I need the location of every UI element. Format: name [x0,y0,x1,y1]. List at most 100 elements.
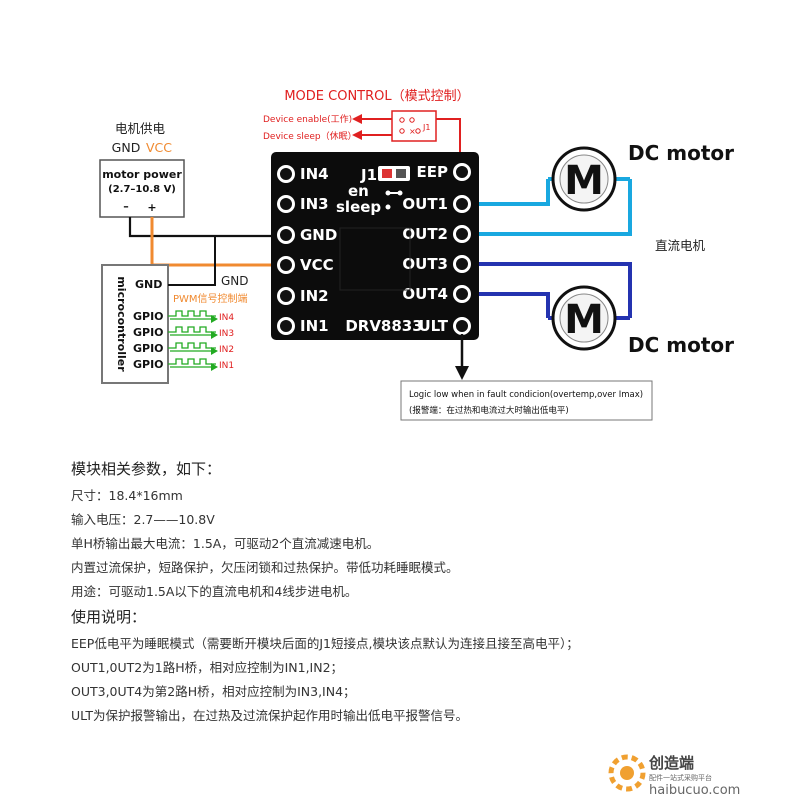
pin-pad [277,195,295,213]
pwm-arrowhead [211,347,218,355]
out3-wire [470,262,632,318]
pin-pad [453,195,471,213]
power-minus: – [123,200,129,213]
gnd-wire-label: GND [221,274,249,288]
device-enable-label: Device enable(工作) [263,113,352,125]
mcu-gnd-wire [168,236,216,286]
pwm-waveform [168,310,216,317]
pin-label-out2: OUT2 [402,225,448,243]
gpio-label: GPIO [133,326,164,339]
param-usage: 用途：可驱动1.5A以下的直流电机和4线步进电机。 [71,584,358,599]
params-title: 模块相关参数，如下： [71,460,222,478]
watermark-sub: 配件一站式采购平台 [649,773,712,782]
param-voltage: 输入电压：2.7——10.8V [71,512,215,527]
pin-label-eep: EEP [417,163,449,181]
pin-label-in1: IN1 [300,317,329,335]
wiring-diagram: MODE CONTROL（模式控制） Device enable(工作) Dev… [99,89,734,421]
gpio-label: GPIO [133,310,164,323]
pin-label-in2: IN2 [300,287,329,305]
dc-motor-1-inner [559,154,609,204]
pin-label-ult: ULT [419,317,449,335]
fault-line-1: Logic low when in fault condicion(overte… [409,390,643,400]
power-gnd-label: GND [112,140,141,155]
eep-control-line [436,118,461,158]
pin-pad [277,226,295,244]
param-current: 单H桥输出最大电流：1.5A，可驱动2个直流减速电机。 [71,536,380,551]
pin-pad [453,255,471,273]
fault-line-2: (报警端：在过热和电流过大时输出低电平) [409,405,569,416]
fault-info-box [400,380,653,421]
pwm-input-label: IN2 [219,345,234,355]
pin-pad [277,287,295,305]
board-name: DRV8833 [345,317,422,335]
pwm-input-label: IN3 [219,329,234,339]
pwm-input-label: IN4 [219,313,234,323]
drv8833-board [271,152,479,340]
j1-jumper-box [391,110,437,142]
pin-pad [277,317,295,335]
pwm-waveform [168,358,216,365]
sleep-arrowhead [352,130,362,140]
j1-dot [385,204,391,210]
param-size: 尺寸：18.4*16mm [71,488,183,503]
gnd-wire [128,217,284,238]
pwm-waveform [168,342,216,349]
usage-out12: OUT1,0UT2为1路H桥，相对应控制为IN1,IN2； [71,660,344,675]
device-sleep-label: Device sleep（休眠） [263,130,357,142]
ult-arrowhead [455,366,469,380]
pwm-arrowhead [211,363,218,371]
motor-2-letter: M [564,297,604,343]
motor-1-letter: M [564,158,604,204]
motor-2-label: DC motor [628,333,734,357]
board-j1-label: J1 [360,166,377,184]
pin-label-in3: IN3 [300,195,329,213]
watermark-url: haibucuo.com [649,783,740,798]
gpio-label: GPIO [133,342,164,355]
pwm-input-label: IN1 [219,361,234,371]
jumper-dot [399,117,405,123]
motor-1-label: DC motor [628,141,734,165]
microcontroller-box [101,264,169,384]
pin-label-out3: OUT3 [402,255,448,273]
mcu-gnd-label: GND [135,278,162,291]
chip-outline [339,227,411,291]
pwm-label: PWM信号控制端 [173,292,248,305]
gear-icon [608,754,646,792]
right-pin-pads [453,163,471,335]
out4-wire [470,292,550,318]
dc-motor-2-inner [559,293,609,343]
pin-label-out1: OUT1 [402,195,448,213]
jumper-dot [399,128,405,134]
power-vcc-label: VCC [146,140,172,155]
pin-pad [453,163,471,181]
pwm-signals [168,310,218,371]
jumper-x-mark: × [409,127,416,136]
pin-label-vcc: VCC [300,256,334,274]
motor-power-title: motor power [102,168,182,181]
pin-label-out4: OUT4 [402,285,448,303]
pwm-arrowhead [211,315,218,323]
left-pin-pads [277,165,295,335]
microcontroller-label: microcontroller [115,276,128,372]
pin-pad [277,165,295,183]
out2-wire [470,179,632,236]
gpio-label: GPIO [133,358,164,371]
mode-control-title: MODE CONTROL（模式控制） [284,89,469,104]
usage-eep: EEP低电平为睡眠模式（需要断开模块后面的J1短接点,模块该点默认为连接且接至高… [71,636,579,651]
pin-label-in4: IN4 [300,165,329,183]
out1-wire [470,179,550,206]
pin-pad [277,256,295,274]
motor-power-range: (2.7–10.8 V) [108,184,176,195]
usage-out34: OUT3,0UT4为第2路H桥，相对应控制为IN3,IN4； [71,684,356,699]
gear-center-icon [620,766,634,780]
vcc-wire [150,217,284,267]
watermark-brand: 创造端 [648,754,694,772]
motor-power-box [99,159,185,218]
pin-pad [453,225,471,243]
jumper-dot [409,117,415,123]
pin-pad [453,285,471,303]
pin-pad [453,317,471,335]
watermark: 创造端 配件一站式采购平台 haibucuo.com [605,748,795,798]
usage-ult: ULT为保护报警输出，在过热及过流保护起作用时输出低电平报警信号。 [71,708,469,723]
module-notes: 模块相关参数，如下： 尺寸：18.4*16mm 输入电压：2.7——10.8V … [71,458,771,728]
